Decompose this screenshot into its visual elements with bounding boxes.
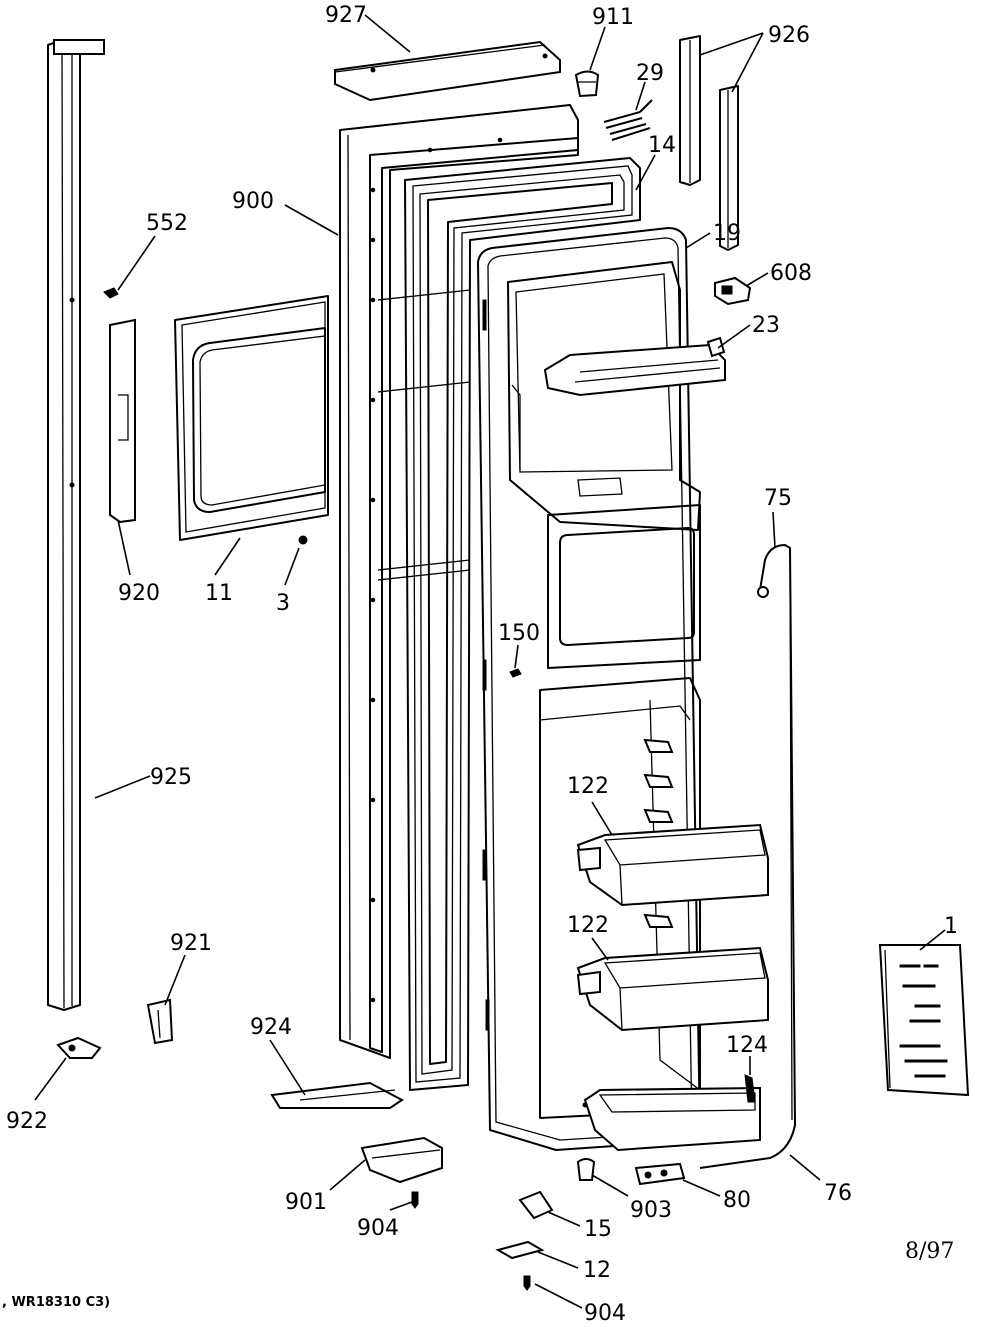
inner-liner-19 (477, 227, 701, 1151)
callout-904-lower: 904 (584, 1301, 626, 1326)
diagram-date: 8/97 (905, 1239, 954, 1264)
bracket-15 (518, 1190, 554, 1220)
door-rail-925 (47, 39, 105, 1011)
callout-14: 14 (648, 133, 676, 158)
lever-12 (495, 1240, 545, 1260)
shelf-23 (543, 336, 726, 397)
callout-76: 76 (824, 1181, 852, 1206)
plug-3 (298, 535, 308, 545)
callout-124: 124 (726, 1033, 768, 1058)
bracket-920 (109, 318, 136, 524)
callout-911: 911 (592, 5, 634, 30)
callout-926: 926 (768, 23, 810, 48)
callout-608: 608 (770, 261, 812, 286)
callout-920: 920 (118, 581, 160, 606)
callout-922: 922 (6, 1109, 48, 1134)
screw-552 (103, 287, 119, 299)
callout-921: 921 (170, 931, 212, 956)
callout-901: 901 (285, 1190, 327, 1215)
callout-80: 80 (723, 1188, 751, 1213)
panel-11 (174, 295, 329, 541)
callout-122-lower: 122 (567, 913, 609, 938)
gasket-14 (404, 157, 641, 1091)
screw-904-upper (411, 1191, 419, 1209)
callout-1: 1 (944, 914, 958, 939)
strip-924 (270, 1081, 404, 1109)
door-shell-900 (339, 104, 579, 1059)
screw-904-lower (523, 1275, 531, 1291)
callout-75: 75 (764, 486, 792, 511)
callout-23: 23 (752, 313, 780, 338)
callout-122-upper: 122 (567, 774, 609, 799)
top-cap-927 (334, 40, 561, 102)
switch-608 (714, 276, 752, 306)
model-note: , WR18310 C3) (2, 1295, 110, 1310)
harness-29 (603, 99, 653, 141)
door-bin-122-upper (576, 823, 769, 907)
door-bin-122-lower (576, 946, 769, 1032)
fitting-80 (634, 1162, 686, 1186)
callout-924: 924 (250, 1015, 292, 1040)
bin-124 (583, 1074, 761, 1152)
leader-lines (34, 14, 946, 1309)
callout-3: 3 (276, 591, 290, 616)
callout-903: 903 (630, 1198, 672, 1223)
callout-11: 11 (205, 581, 233, 606)
cover-901 (360, 1136, 443, 1184)
callout-927: 927 (325, 3, 367, 28)
screw-150 (509, 668, 522, 678)
callout-12: 12 (583, 1258, 611, 1283)
manual-1 (878, 944, 970, 1097)
trim-926 (679, 35, 739, 251)
callout-29: 29 (636, 61, 664, 86)
callout-19: 19 (713, 221, 741, 246)
callout-900: 900 (232, 189, 274, 214)
part-903 (576, 1158, 596, 1181)
callout-925: 925 (150, 765, 192, 790)
callout-552: 552 (146, 211, 188, 236)
callout-150: 150 (498, 621, 540, 646)
tube-75-76 (699, 544, 796, 1169)
hinge-922 (56, 1036, 102, 1059)
callout-15: 15 (584, 1217, 612, 1242)
callout-904-upper: 904 (357, 1216, 399, 1241)
clip-921 (146, 998, 174, 1045)
fitting-911 (574, 70, 600, 98)
